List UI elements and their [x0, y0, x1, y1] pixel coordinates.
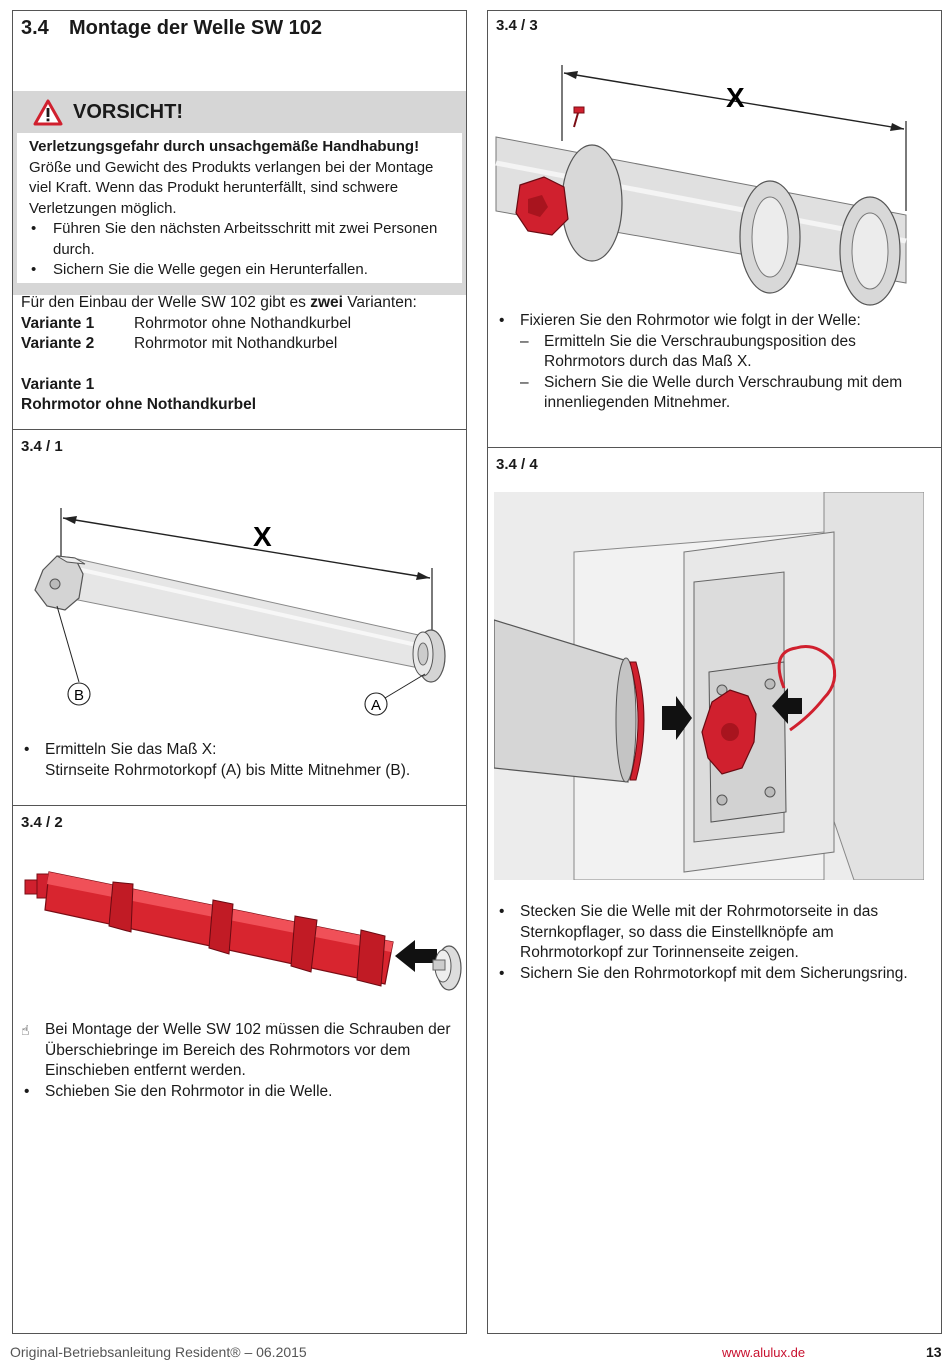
intro-block: Für den Einbau der Welle SW 102 gibt es … — [21, 293, 458, 416]
section-heading: 3.4 Montage der Welle SW 102 — [21, 17, 322, 40]
caution-title: VORSICHT! — [73, 100, 183, 123]
left-column: 3.4 Montage der Welle SW 102 VORSICHT! Ve… — [12, 10, 467, 1334]
caution-text: Größe und Gewicht des Produkts verlangen… — [29, 158, 434, 217]
intro-emphasis: zwei — [310, 294, 343, 311]
footer-document-title: Original-Betriebsanleitung Resident® – 0… — [10, 1344, 307, 1360]
dimension-x-label: X — [253, 521, 272, 552]
caution-bullet: Sichern Sie die Welle gegen ein Herunter… — [29, 260, 452, 281]
variant-value: Rohrmotor ohne Nothandkurbel — [134, 314, 352, 332]
dimension-x-label: X — [726, 82, 745, 113]
intro-text-end: Varianten: — [342, 294, 417, 311]
intro-line: Für den Einbau der Welle SW 102 gibt es … — [21, 293, 458, 314]
page-number: 13 — [926, 1344, 942, 1360]
step-3-4-1: 3.4 / 1 X B A — [13, 429, 466, 805]
step-3-list: Fixieren Sie den Rohrmotor wie folgt in … — [496, 311, 935, 414]
intro-text: Für den Einbau der Welle SW 102 gibt es — [21, 294, 311, 311]
step-2-list: Bei Montage der Welle SW 102 müssen die … — [21, 1020, 460, 1102]
right-column: 3.4 / 3 X Fixieren Sie den — [487, 10, 942, 1334]
caution-bullet: Führen Sie den nächsten Arbeitsschritt m… — [29, 219, 452, 260]
list-item: Sichern Sie den Rohrmotorkopf mit dem Si… — [496, 964, 935, 985]
variant-key: Variante 2 — [21, 335, 95, 352]
caution-header: VORSICHT! — [17, 91, 462, 133]
step-4-list: Stecken Sie die Welle mit der Rohrmotors… — [496, 902, 935, 984]
callout-a: A — [371, 697, 381, 714]
variant-subtitle: Variante 1 — [21, 375, 95, 393]
list-item: Fixieren Sie den Rohrmotor wie folgt in … — [496, 311, 935, 332]
list-item: Stecken Sie die Welle mit der Rohrmotors… — [496, 902, 935, 964]
variant-row: Variante 1 Rohrmotor ohne Nothandkurbel — [21, 314, 458, 335]
bearing-install-figure — [494, 492, 924, 880]
warning-triangle-icon — [33, 99, 63, 125]
variant-value: Rohrmotor mit Nothandkurbel — [134, 335, 338, 352]
section-number: 3.4 — [21, 17, 49, 39]
step-label: 3.4 / 1 — [21, 438, 63, 455]
note-text: Bei Montage der Welle SW 102 müssen die … — [45, 1021, 451, 1079]
caution-body: Verletzungsgefahr durch unsachgemäße Han… — [17, 133, 462, 283]
step-3-4-4: 3.4 / 4 — [488, 447, 941, 1333]
list-item-text: Ermitteln Sie das Maß X: — [45, 741, 217, 758]
step-label: 3.4 / 2 — [21, 814, 63, 831]
step-1-list: Ermitteln Sie das Maß X: Stirnseite Rohrm… — [21, 740, 460, 781]
arrow-right-icon — [662, 696, 692, 740]
shaft-measure-figure: X B A — [34, 508, 446, 716]
list-item: Ermitteln Sie das Maß X: Stirnseite Rohrm… — [21, 740, 460, 781]
variant-row: Variante 2 Rohrmotor mit Nothandkurbel — [21, 334, 458, 355]
step-label: 3.4 / 4 — [496, 456, 538, 473]
motor-insert-figure — [24, 871, 462, 991]
step-label: 3.4 / 3 — [496, 17, 538, 34]
screw-position-figure: X — [495, 65, 907, 306]
dash-item: Sichern Sie die Welle durch Verschraubun… — [496, 373, 935, 414]
arrow-left-icon — [395, 940, 437, 972]
dash-item: Ermitteln Sie die Verschraubungsposition… — [496, 332, 935, 373]
section-title: Montage der Welle SW 102 — [69, 17, 323, 39]
caution-box: VORSICHT! Verletzungsgefahr durch unsach… — [13, 91, 466, 295]
variant-subtitle-desc: Rohrmotor ohne Nothandkurbel — [21, 396, 257, 413]
step-3-4-3: 3.4 / 3 X Fixieren Sie den — [488, 11, 941, 447]
footer-website-link[interactable]: www.alulux.de — [722, 1345, 806, 1360]
callout-b: B — [74, 687, 84, 704]
arrow-left-icon — [772, 688, 802, 724]
list-item-text: Stirnseite Rohrmotorkopf (A) bis Mitte M… — [45, 761, 411, 779]
caution-heading: Verletzungsgefahr durch unsachgemäße Han… — [29, 138, 420, 155]
step-3-4-2: 3.4 / 2 Bei Montage der Welle SW 102 müs… — [13, 805, 466, 1333]
list-item: Schieben Sie den Rohrmotor in die Welle. — [21, 1082, 460, 1103]
variant-key: Variante 1 — [21, 314, 95, 332]
note-item: Bei Montage der Welle SW 102 müssen die … — [21, 1020, 460, 1082]
